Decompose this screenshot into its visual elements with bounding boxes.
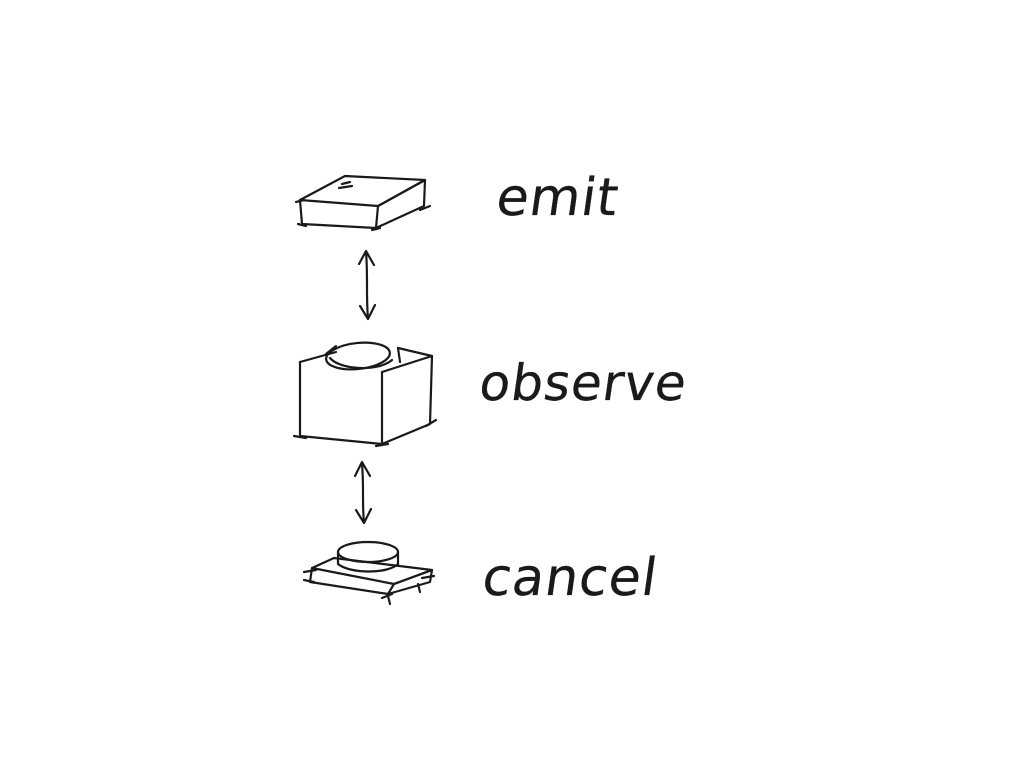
step-label-emit: emit [492, 168, 623, 228]
tray-with-disc-icon [302, 540, 436, 606]
closed-box-icon [294, 174, 432, 232]
double-arrow-icon [353, 460, 373, 525]
step-label-cancel: cancel [478, 548, 662, 608]
step-label-observe: observe [475, 354, 692, 412]
double-arrow-icon [357, 249, 377, 321]
open-box-icon [292, 341, 438, 448]
